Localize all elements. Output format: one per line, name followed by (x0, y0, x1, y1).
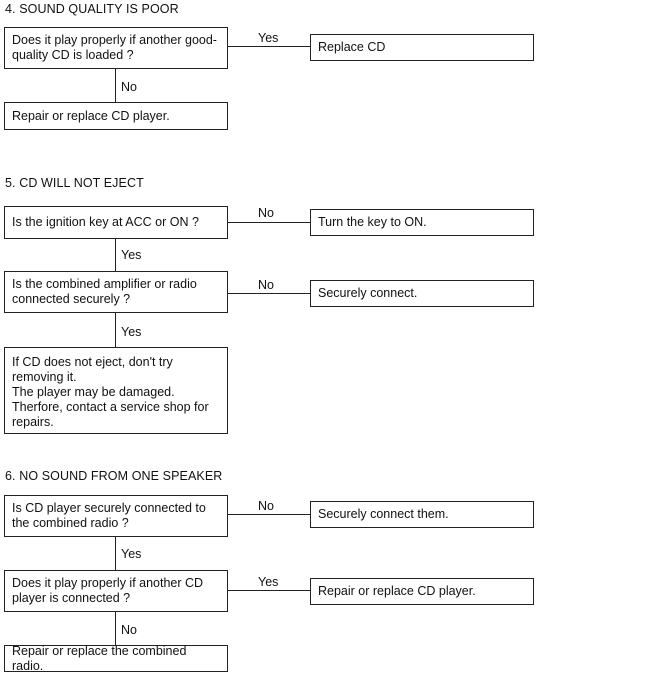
section-6-securely-connect-box: Securely connect them. (310, 501, 534, 528)
section-5-securely-connect-box: Securely connect. (310, 280, 534, 307)
section-4-repair-box: Repair or replace CD player. (4, 102, 228, 130)
section-4-no-connector (115, 69, 116, 102)
section-6-yes-label-2: Yes (258, 575, 279, 589)
section-5-amplifier-question-box: Is the combined amplifier or radio conne… (4, 271, 228, 313)
section-6-title: 6. NO SOUND FROM ONE SPEAKER (5, 469, 223, 483)
section-5-note-box: If CD does not eject, don't try removing… (4, 347, 228, 434)
section-5-no-connector-1 (228, 222, 310, 223)
section-5-yes-connector-2 (115, 313, 116, 347)
section-6-repair-radio-box: Repair or replace the combined radio. (4, 644, 228, 673)
section-4-replace-cd-box: Replace CD (310, 34, 534, 61)
section-4-title: 4. SOUND QUALITY IS POOR (5, 2, 179, 16)
section-5-no-connector-2 (228, 293, 310, 294)
section-6-no-connector (228, 514, 310, 515)
section-6-no-connector-2 (115, 612, 116, 645)
section-6-yes-label-1: Yes (121, 547, 142, 561)
section-4-yes-connector (228, 46, 310, 47)
section-5-turn-key-box: Turn the key to ON. (310, 209, 534, 236)
section-4-no-label: No (121, 80, 137, 94)
section-6-yes-connector-2 (228, 590, 310, 591)
section-6-repair-player-box: Repair or replace CD player. (310, 578, 534, 605)
section-5-ignition-question-box: Is the ignition key at ACC or ON ? (4, 206, 228, 239)
section-4-question-box: Does it play properly if another good- q… (4, 27, 228, 69)
section-5-yes-label-2: Yes (121, 325, 142, 339)
section-6-connected-question-box: Is CD player securely connected to the c… (4, 495, 228, 537)
section-6-play-properly-question-box: Does it play properly if another CD play… (4, 570, 228, 612)
section-6-no-label-2: No (121, 623, 137, 637)
section-5-no-label-2: No (258, 278, 274, 292)
section-5-yes-label-1: Yes (121, 248, 142, 262)
section-5-no-label-1: No (258, 206, 274, 220)
section-6-yes-connector-1 (115, 537, 116, 570)
section-6-no-label: No (258, 499, 274, 513)
section-5-title: 5. CD WILL NOT EJECT (5, 176, 144, 190)
section-5-yes-connector-1 (115, 239, 116, 271)
section-4-yes-label: Yes (258, 31, 279, 45)
